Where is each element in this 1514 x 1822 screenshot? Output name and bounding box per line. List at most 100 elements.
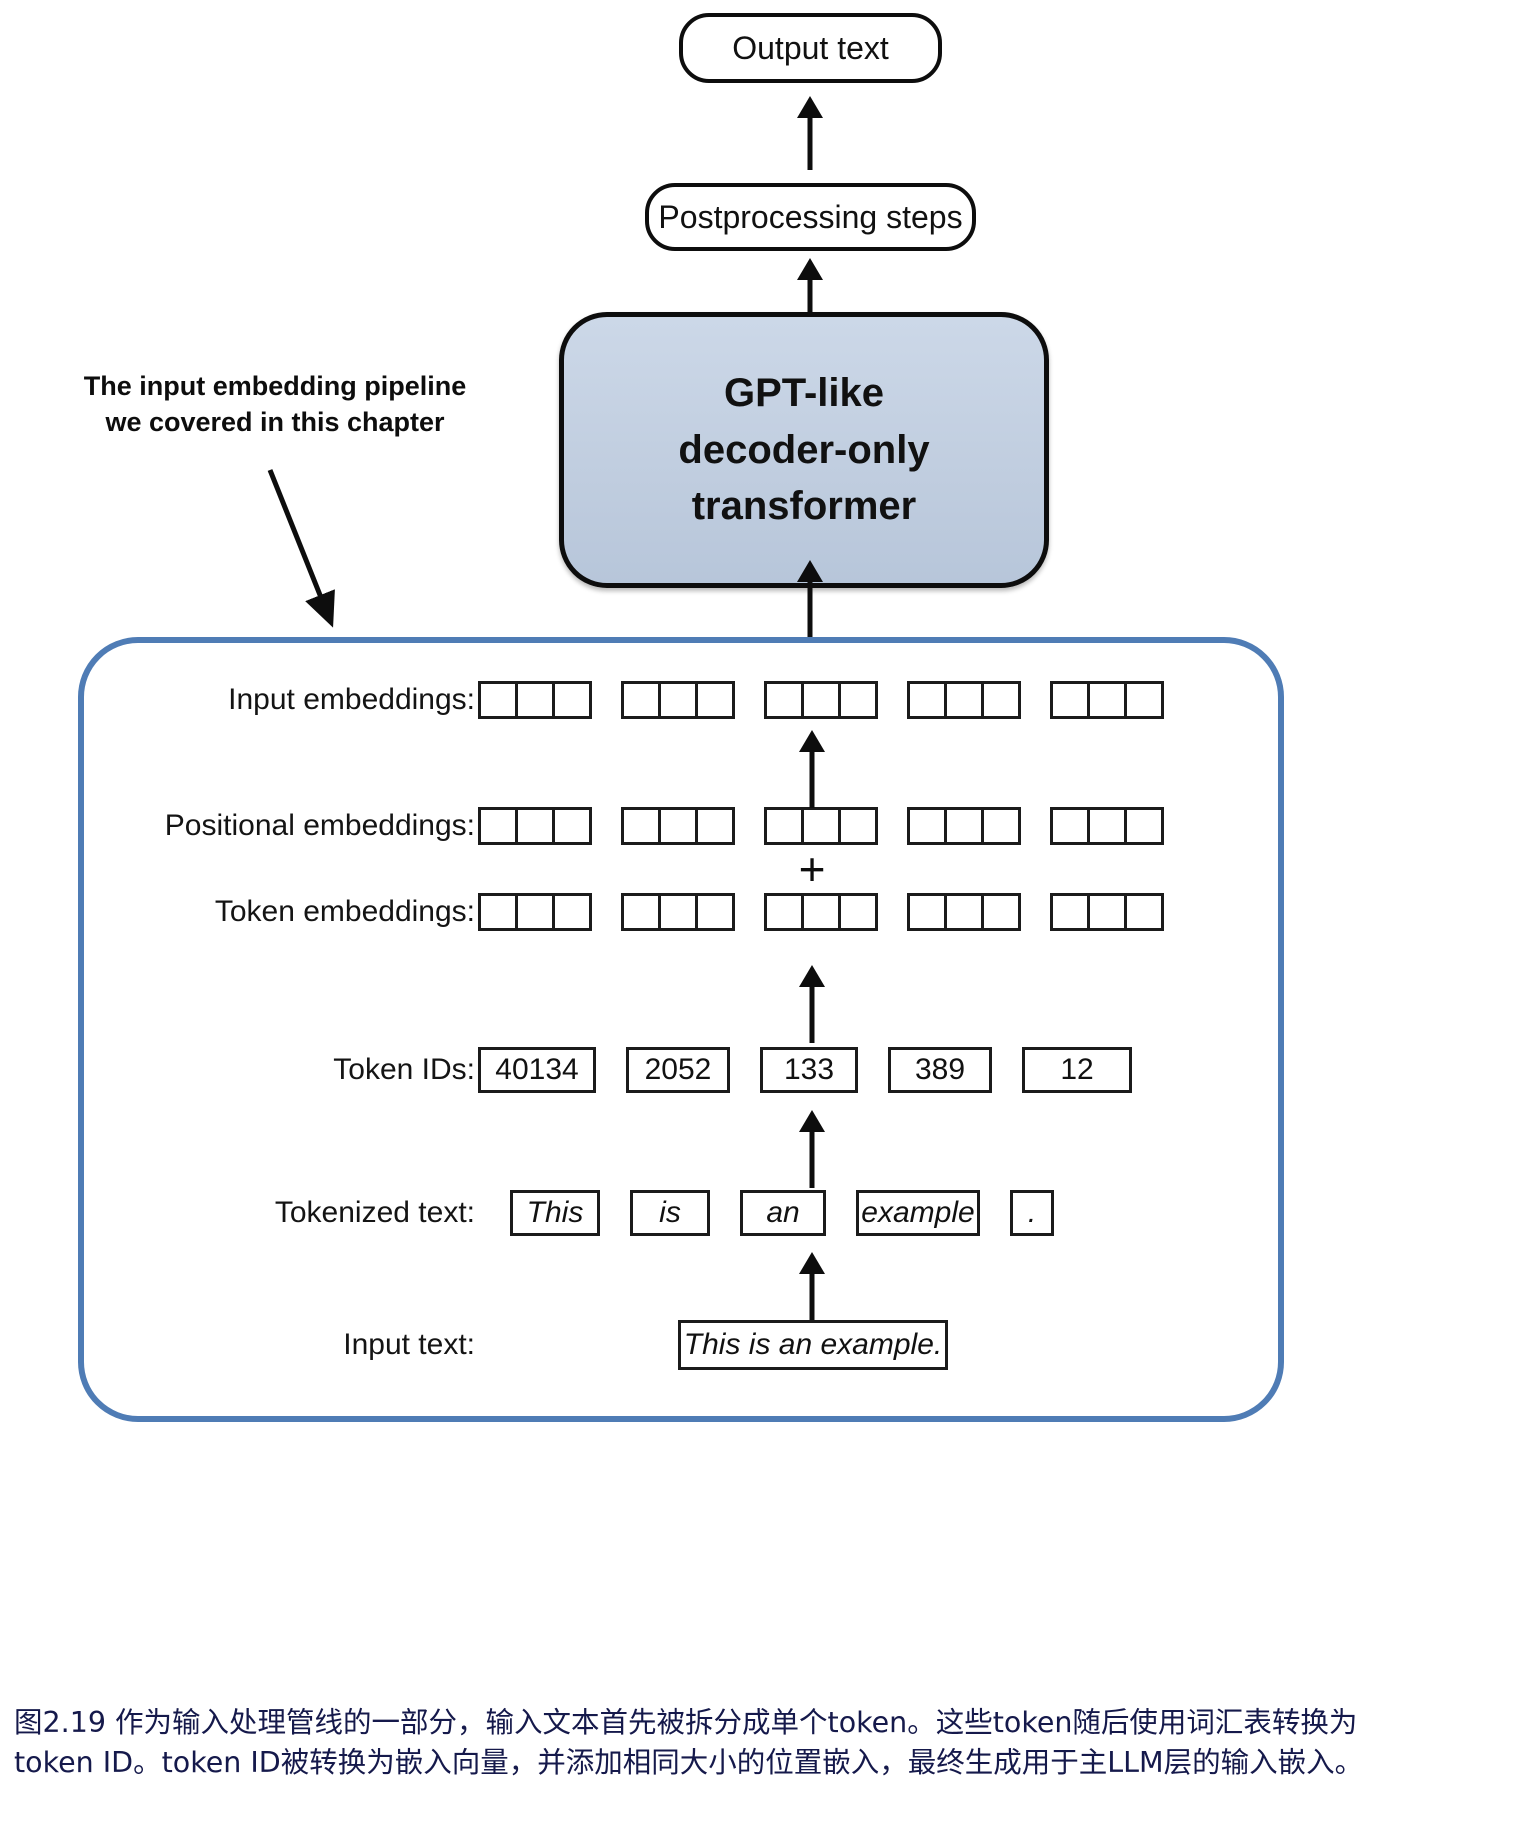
embedding-cell <box>801 893 841 931</box>
token-text-value: is <box>659 1196 681 1229</box>
embedding-cell <box>981 681 1021 719</box>
embedding-group <box>478 807 592 845</box>
caption-line-1: 图2.19 作为输入处理管线的一部分，输入文本首先被拆分成单个token。这些t… <box>14 1706 1358 1739</box>
embedding-cell <box>552 681 592 719</box>
embedding-cell <box>764 681 804 719</box>
token-embeddings-cells <box>478 893 1164 931</box>
embedding-cell <box>838 893 878 931</box>
embedding-cell <box>907 893 947 931</box>
embedding-cell <box>515 807 555 845</box>
arrowhead-icon <box>797 96 823 118</box>
embedding-cell <box>944 807 984 845</box>
annotation-line-1: The input embedding pipeline <box>83 371 467 401</box>
arrow-shaft <box>809 1130 815 1188</box>
row-label-token-ids: Token IDs: <box>333 1053 475 1086</box>
plus-sign: + <box>798 843 826 895</box>
arrow-shaft <box>807 116 813 170</box>
token-id-value: 2052 <box>644 1053 712 1086</box>
tokenized-text-boxes: This is an example. <box>510 1190 1054 1236</box>
embedding-group <box>478 681 592 719</box>
arrowhead-icon <box>799 965 825 987</box>
token-text-box: an <box>740 1190 826 1236</box>
token-text-value: This <box>526 1196 584 1229</box>
positional-embeddings-cells <box>478 807 1164 845</box>
arrowhead-icon <box>797 560 823 582</box>
embedding-cell <box>621 893 661 931</box>
input-text-value: This is an example. <box>683 1328 943 1361</box>
row-label-token-embeddings: Token embeddings: <box>214 895 475 928</box>
token-text-box: This <box>510 1190 600 1236</box>
embedding-cell <box>552 893 592 931</box>
embedding-group <box>764 893 878 931</box>
embedding-group <box>1050 807 1164 845</box>
token-text-value: example <box>861 1196 975 1229</box>
arrow-shaft <box>807 278 813 318</box>
embedding-group <box>907 893 1021 931</box>
embedding-cell <box>478 681 518 719</box>
token-id-box: 2052 <box>626 1047 730 1093</box>
gpt-box-line-1: GPT-like <box>723 370 885 415</box>
token-text-value: . <box>1027 1196 1037 1229</box>
embedding-cell <box>621 681 661 719</box>
gpt-box-line-3: transformer <box>691 484 917 529</box>
token-id-box: 133 <box>760 1047 858 1093</box>
arrow-shaft <box>809 985 815 1043</box>
embedding-cell <box>1050 893 1090 931</box>
token-id-value: 12 <box>1060 1053 1094 1086</box>
caption-line-2: token ID。token ID被转换为嵌入向量，并添加相同大小的位置嵌入，最… <box>14 1746 1364 1780</box>
token-id-value: 40134 <box>495 1053 579 1086</box>
embedding-cell <box>695 807 735 845</box>
embedding-cell <box>944 893 984 931</box>
embedding-cell <box>621 807 661 845</box>
token-id-box: 40134 <box>478 1047 596 1093</box>
arrowhead-icon <box>797 258 823 280</box>
annotation-arrow-icon <box>267 469 335 628</box>
embedding-cell <box>695 893 735 931</box>
arrow-shaft <box>809 1272 815 1330</box>
embedding-cell <box>478 893 518 931</box>
embedding-group <box>764 681 878 719</box>
embedding-group <box>621 681 735 719</box>
embedding-group <box>764 807 878 845</box>
embedding-cell <box>764 893 804 931</box>
embedding-cell <box>478 807 518 845</box>
embedding-cell <box>907 807 947 845</box>
token-text-box: example <box>856 1190 980 1236</box>
embedding-cell <box>801 807 841 845</box>
embedding-cell <box>838 807 878 845</box>
embedding-cell <box>1087 681 1127 719</box>
embedding-cell <box>658 681 698 719</box>
embedding-group <box>1050 681 1164 719</box>
pipeline-annotation-text: The input embedding pipeline we covered … <box>80 368 470 441</box>
arrowhead-icon <box>799 1110 825 1132</box>
figure-caption: 图2.19 作为输入处理管线的一部分，输入文本首先被拆分成单个token。这些t… <box>14 1703 1506 1784</box>
token-id-box: 389 <box>888 1047 992 1093</box>
embedding-cell <box>658 807 698 845</box>
embedding-cell <box>1087 893 1127 931</box>
postprocessing-label: Postprocessing steps <box>658 198 963 235</box>
embedding-cell <box>1050 807 1090 845</box>
arrow-shaft <box>809 750 815 808</box>
row-label-input-text: Input text: <box>343 1328 475 1361</box>
gpt-box-line-2: decoder-only <box>678 427 930 472</box>
input-text-value-box: This is an example. <box>678 1320 948 1370</box>
token-ids-boxes: 40134 2052 133 389 12 <box>478 1047 1132 1093</box>
embedding-cell <box>515 681 555 719</box>
embedding-cell <box>981 807 1021 845</box>
embedding-cell <box>1124 893 1164 931</box>
embedding-cell <box>764 807 804 845</box>
embedding-cell <box>981 893 1021 931</box>
embedding-group <box>1050 893 1164 931</box>
embedding-cell <box>1124 807 1164 845</box>
embedding-group <box>621 893 735 931</box>
token-text-value: an <box>766 1196 800 1229</box>
embedding-cell <box>944 681 984 719</box>
arrowhead-icon <box>799 730 825 752</box>
token-id-value: 133 <box>783 1053 835 1086</box>
embedding-cell <box>695 681 735 719</box>
embedding-group <box>621 807 735 845</box>
annotation-line-2: we covered in this chapter <box>105 407 445 438</box>
embedding-cell <box>515 893 555 931</box>
embedding-group <box>907 807 1021 845</box>
row-label-tokenized-text: Tokenized text: <box>274 1196 475 1229</box>
